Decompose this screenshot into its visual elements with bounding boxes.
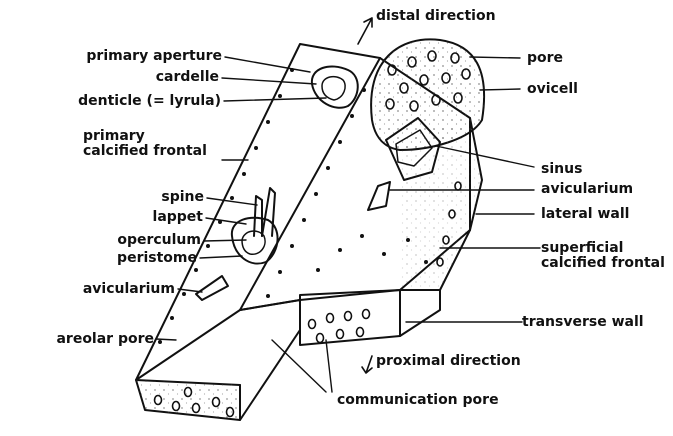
label-primary-aperture: primary aperture [86,49,222,64]
pointer-denticle [224,98,326,101]
pointer-operculum [204,240,246,241]
pointer-areolar-pore [156,339,176,340]
distal-arrow [358,18,372,44]
label-pore: pore [527,51,563,66]
base-texture [136,380,240,420]
label-proximal-direction: proximal direction [376,354,521,369]
pointer-communication-pore-2 [326,340,332,392]
label-areolar-pore: areolar pore [56,332,154,347]
aperture-inner [322,77,345,100]
label-ovicell: ovicell [527,82,578,97]
label-spine: spine [161,190,204,205]
proximal-arrow [362,356,372,373]
pointer-avicularium-left [178,289,202,292]
label-superficial-calcified-frontal: superficial calcified frontal [541,241,665,271]
label-lappet: lappet [153,210,203,225]
base-side-face [240,300,300,420]
label-cardelle: cardelle [156,70,219,85]
label-denticle: denticle (= lyrula) [78,94,221,109]
label-operculum: operculum [117,233,201,248]
label-primary-calcified-frontal-line2: calcified frontal [83,144,207,159]
avicularium-right-shape [368,182,390,210]
label-sinus: sinus [541,162,582,177]
label-primary-calcified-frontal: primary calcified frontal [83,129,207,159]
label-superficial-line2: calcified frontal [541,256,665,271]
label-superficial-line1: superficial [541,241,665,256]
label-distal-direction: distal direction [376,9,496,24]
pointer-communication-pore-1 [272,340,326,392]
aperture-rim [312,66,358,107]
pointer-ovicell [480,89,520,90]
pointer-peristome [200,256,242,258]
pointer-primary-aperture [225,57,310,72]
pointer-pore [470,57,520,58]
label-avicularium-right: avicularium [541,182,633,197]
lateral-texture [400,118,482,290]
pointer-cardelle [222,78,316,84]
avicularium-left-shape [196,276,228,300]
spine-2 [262,188,275,236]
label-lateral-wall: lateral wall [541,207,629,222]
transverse-wall-right [400,290,440,336]
label-primary-calcified-frontal-line1: primary [83,129,207,144]
label-communication-pore: communication pore [337,393,499,408]
label-avicularium-left: avicularium [83,282,175,297]
label-peristome: peristome [117,251,197,266]
spine-1 [254,196,262,236]
label-transverse-wall: transverse wall [522,315,644,330]
